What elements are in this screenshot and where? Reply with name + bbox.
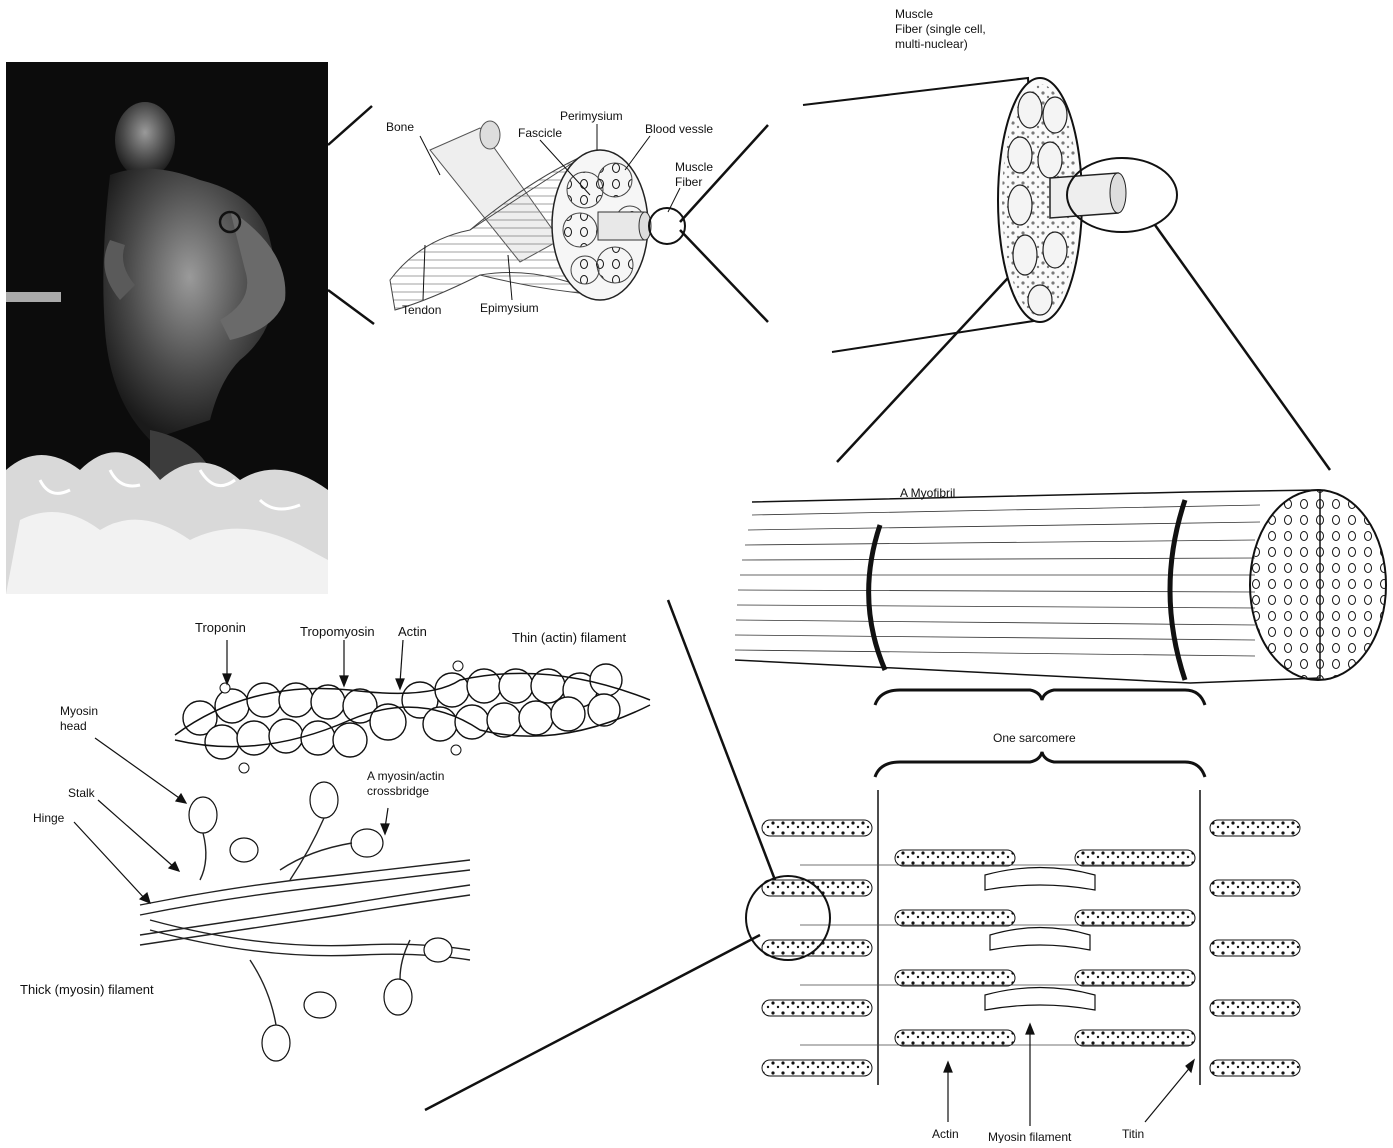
- label-crossbridge-line1: A myosin/actin: [367, 769, 444, 783]
- runner-photo: [6, 62, 328, 594]
- label-titin: Titin: [1122, 1127, 1144, 1141]
- whole-muscle-illustration: [390, 121, 685, 310]
- label-actin-top: Actin: [398, 624, 427, 639]
- label-myosin-head-line1: Myosin: [60, 704, 98, 718]
- label-hinge: Hinge: [33, 811, 65, 825]
- label-thick-filament: Thick (myosin) filament: [20, 982, 154, 997]
- label-myosin-head-line2: head: [60, 719, 87, 733]
- label-muscle-fiber-line3: multi-nuclear): [895, 37, 968, 51]
- label-myosin-filament: Myosin filament: [988, 1130, 1072, 1143]
- label-crossbridge-line2: crossbridge: [367, 784, 429, 798]
- label-bone: Bone: [386, 120, 414, 134]
- label-one-sarcomere: One sarcomere: [993, 731, 1076, 745]
- label-muscle-fiber-line1: Muscle: [895, 7, 933, 21]
- label-myofibril: A Myofibril: [900, 486, 955, 500]
- muscle-fiber-bundle: [803, 78, 1177, 352]
- label-perimysium: Perimysium: [560, 109, 623, 123]
- label-muscle-fiber-small-line2: Fiber: [675, 175, 702, 189]
- label-actin-bottom: Actin: [932, 1127, 959, 1141]
- label-blood-vessel: Blood vessle: [645, 122, 713, 136]
- label-epimysium: Epimysium: [480, 301, 539, 315]
- label-tropomyosin: Tropomyosin: [300, 624, 375, 639]
- label-stalk: Stalk: [68, 786, 96, 800]
- label-muscle-fiber-line2: Fiber (single cell,: [895, 22, 986, 36]
- label-tendon: Tendon: [402, 303, 441, 317]
- label-fascicle: Fascicle: [518, 126, 562, 140]
- label-muscle-fiber-small-line1: Muscle: [675, 160, 713, 174]
- label-thin-filament: Thin (actin) filament: [512, 630, 627, 645]
- thin-filament: [175, 640, 650, 773]
- myofibril: [735, 490, 1386, 705]
- label-troponin: Troponin: [195, 620, 246, 635]
- sarcomere: [746, 752, 1300, 1126]
